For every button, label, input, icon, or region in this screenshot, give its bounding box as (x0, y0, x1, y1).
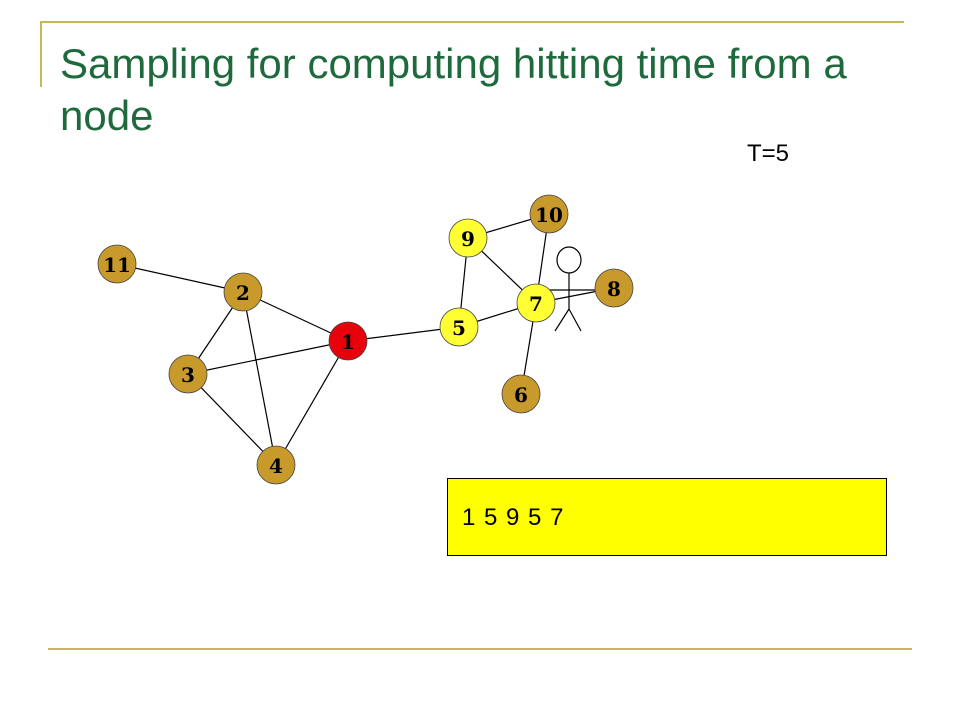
node-circle-5 (439, 307, 479, 347)
node-circle-3 (168, 354, 208, 394)
node-circle-2 (223, 272, 263, 312)
node-circle-7 (516, 283, 556, 323)
node-6: 6 (501, 374, 541, 414)
node-label-1: 1 (341, 330, 355, 354)
node-label-8: 8 (607, 277, 621, 301)
node-label-9: 9 (461, 227, 475, 251)
node-7: 7 (516, 283, 556, 323)
node-label-2: 2 (236, 281, 250, 305)
node-label-10: 10 (535, 203, 563, 227)
node-label-7: 7 (529, 292, 543, 316)
node-label-6: 6 (514, 383, 528, 407)
node-label-4: 4 (269, 454, 283, 478)
node-circle-6 (501, 374, 541, 414)
node-circle-1 (328, 321, 368, 361)
node-1: 1 (328, 321, 368, 361)
graph-nodes: 1 2 3 4 5 6 7 8 9 10 11 (97, 194, 634, 485)
edge-4-1 (275, 340, 349, 466)
slide-title: Sampling for computing hitting time from… (60, 40, 847, 139)
walk-sequence-text: 1 5 9 5 7 (462, 504, 564, 531)
node-circle-9 (448, 218, 488, 258)
node-10: 10 (529, 194, 569, 234)
node-8: 8 (594, 268, 634, 308)
edge-11-2 (116, 263, 244, 293)
node-11: 11 (97, 244, 137, 284)
stick-figure-icon (541, 246, 600, 332)
node-3: 3 (168, 354, 208, 394)
node-circle-10 (529, 194, 569, 234)
node-label-3: 3 (181, 363, 195, 387)
node-circle-4 (256, 445, 296, 485)
node-4: 4 (256, 445, 296, 485)
edge-3-4 (187, 373, 277, 466)
edge-2-4 (242, 291, 277, 466)
slide-frame-top-rule (40, 21, 904, 23)
node-label-5: 5 (452, 316, 466, 340)
t-parameter-label: T=5 (747, 140, 790, 167)
node-circle-11 (97, 244, 137, 284)
edge-3-1 (187, 340, 349, 375)
node-circle-8 (594, 268, 634, 308)
slide-frame-bottom-rule (48, 648, 912, 650)
walk-sequence-box: 1 5 9 5 7 (447, 478, 887, 556)
node-9: 9 (448, 218, 488, 258)
slide-frame-left-rule (40, 21, 42, 87)
node-label-11: 11 (103, 253, 131, 277)
node-2: 2 (223, 272, 263, 312)
node-5: 5 (439, 307, 479, 347)
